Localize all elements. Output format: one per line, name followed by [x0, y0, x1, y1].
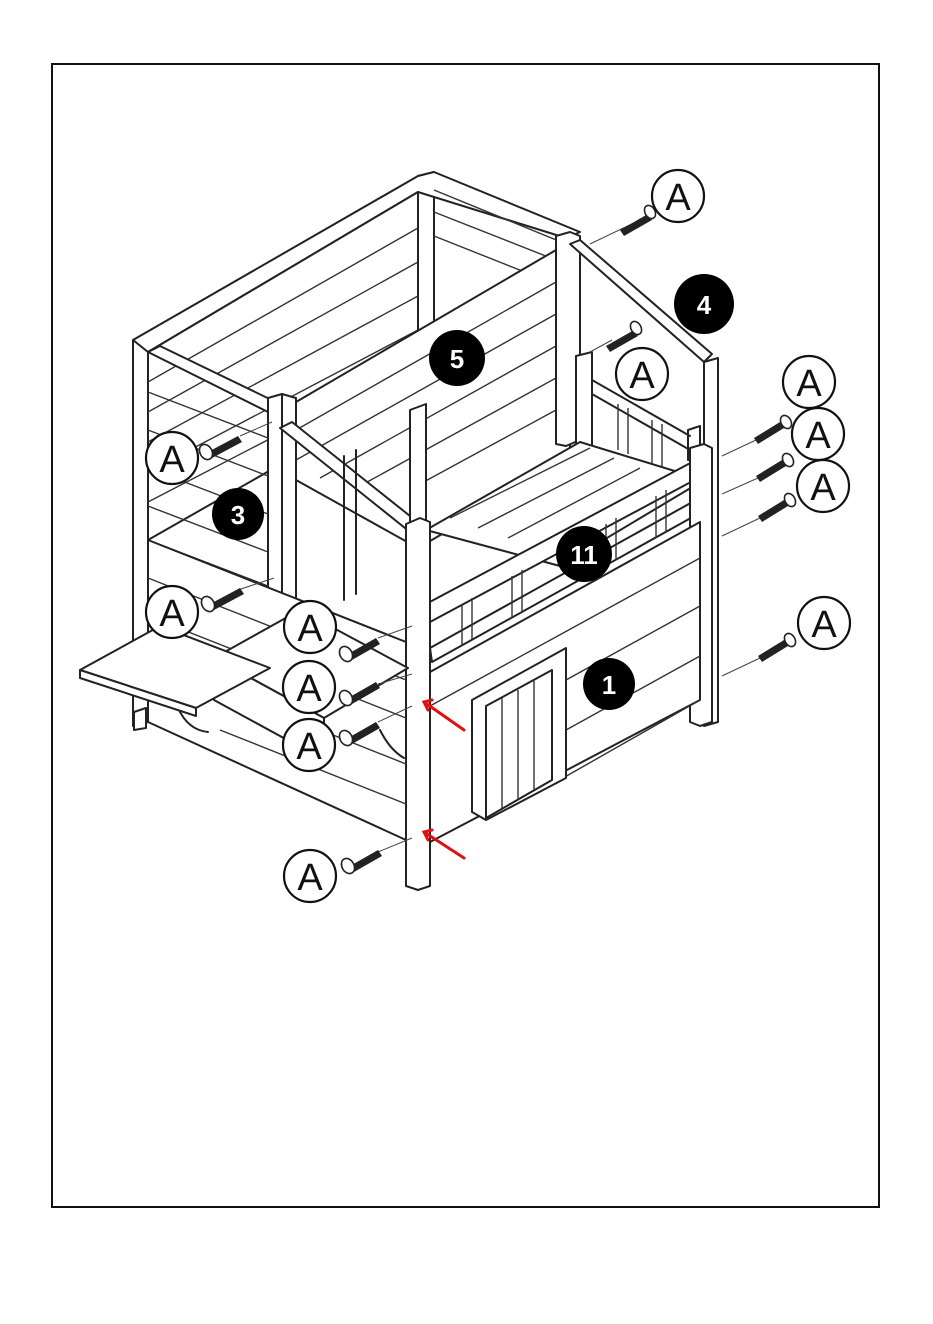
screw-callout-a: A: [284, 850, 336, 902]
svg-text:A: A: [296, 726, 322, 768]
svg-text:A: A: [796, 363, 822, 405]
svg-text:3: 3: [231, 500, 245, 530]
svg-text:1: 1: [602, 670, 616, 700]
svg-text:A: A: [629, 355, 655, 397]
svg-text:A: A: [159, 593, 185, 635]
svg-text:A: A: [810, 467, 836, 509]
svg-text:A: A: [805, 415, 831, 457]
screw-callout-a: A: [792, 408, 844, 460]
screw-callout-a: A: [652, 170, 704, 222]
balcony-rear-rail-lower: [592, 394, 690, 450]
svg-text:A: A: [296, 668, 322, 710]
part-number-4: 4: [674, 274, 734, 334]
svg-text:11: 11: [570, 540, 598, 570]
svg-text:5: 5: [450, 344, 464, 374]
screw-right-2: [722, 451, 796, 494]
svg-text:A: A: [811, 604, 837, 646]
screw-top: [590, 203, 658, 244]
part-number-5: 5: [429, 330, 485, 386]
svg-text:A: A: [297, 857, 323, 899]
house-structure: [80, 172, 718, 890]
svg-text:A: A: [665, 177, 691, 219]
screw-callout-a: A: [146, 586, 198, 638]
screw-callout-a: A: [798, 597, 850, 649]
part-number-1: 1: [583, 658, 635, 710]
part-number-3: 3: [212, 488, 264, 540]
screw-right-3: [722, 491, 798, 536]
screw-callout-a: A: [616, 348, 668, 400]
front-upper-left-post: [268, 394, 282, 604]
screw-callout-a: A: [283, 661, 335, 713]
screw-gable: [590, 319, 644, 352]
screw-right-1: [722, 413, 794, 456]
svg-text:A: A: [297, 608, 323, 650]
screw-callout-a: A: [284, 601, 336, 653]
screw-callout-a: A: [283, 719, 335, 771]
part-number-11: 11: [556, 526, 612, 582]
svg-text:A: A: [159, 439, 185, 481]
screw-front-bottom: [339, 838, 412, 876]
screw-callout-a: A: [783, 356, 835, 408]
screw-callout-a: A: [146, 432, 198, 484]
screw-callout-a: A: [797, 460, 849, 512]
svg-text:4: 4: [697, 290, 712, 320]
screw-right-4: [722, 631, 798, 676]
ramp-leg: [134, 708, 146, 730]
